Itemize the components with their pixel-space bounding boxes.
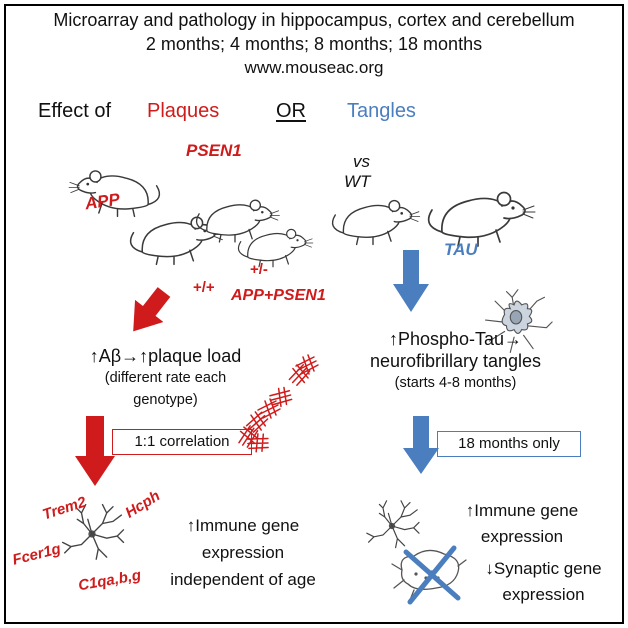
title-line: Microarray and pathology in hippocampus,… bbox=[53, 10, 575, 30]
tau-label: TAU bbox=[444, 240, 478, 259]
phospho-tau-line: ↑Phospho-Tau→ bbox=[388, 329, 523, 349]
vs-label: vs bbox=[353, 152, 370, 171]
red-diagonal-arrow-icon bbox=[133, 287, 171, 332]
blue-cross-icon bbox=[403, 545, 461, 605]
left-outcome-text: ↑Immune gene expression independent of a… bbox=[148, 512, 338, 593]
expression-line-left: expression bbox=[201, 543, 285, 562]
blue-down-arrow-icon-2 bbox=[403, 416, 439, 474]
correlation-box: 1:1 correlation bbox=[112, 429, 252, 455]
synaptic-gene-line: ↓Synaptic gene bbox=[485, 559, 602, 578]
blue-down-arrow-icon-1 bbox=[393, 250, 429, 312]
tangles-label: Tangles bbox=[347, 100, 416, 122]
or-label: OR bbox=[276, 100, 306, 122]
microglia-icon-right bbox=[366, 500, 420, 549]
psen1-label: PSEN1 bbox=[186, 141, 242, 160]
red-down-arrow-icon bbox=[75, 416, 115, 486]
rate-line-1: (different rate each bbox=[104, 370, 227, 386]
months-only-box: 18 months only bbox=[437, 431, 581, 457]
url-text: www.mouseac.org bbox=[244, 58, 384, 77]
timepoints-line: 2 months; 4 months; 8 months; 18 months bbox=[145, 34, 483, 54]
plaques-label: Plaques bbox=[147, 100, 220, 122]
wt-label: WT bbox=[344, 172, 371, 191]
right-immune-text: ↑Immune gene expression bbox=[442, 498, 602, 550]
nft-line: neurofibrillary tangles bbox=[369, 351, 542, 371]
rate-line-2: genotype) bbox=[133, 392, 198, 408]
right-pathway-text: ↑Phospho-Tau→ neurofibrillary tangles (s… bbox=[338, 328, 573, 394]
genotype-plus-minus-label: +/- bbox=[250, 261, 268, 278]
immune-gene-line-left: ↑Immune gene bbox=[186, 516, 300, 535]
genotype-plus-plus-label: +/+ bbox=[193, 279, 215, 296]
abeta-plaque-line: ↑Aβ→↑plaque load bbox=[89, 346, 242, 366]
left-pathway-text: ↑Aβ→↑plaque load (different rate each ge… bbox=[58, 345, 273, 411]
effect-of-label: Effect of bbox=[38, 100, 112, 122]
expression-line-right-2: expression bbox=[502, 585, 585, 604]
immune-gene-line-right: ↑Immune gene bbox=[465, 501, 579, 520]
mouse-sketch-tau bbox=[427, 191, 536, 247]
right-synaptic-text: ↓Synaptic gene expression bbox=[466, 556, 621, 608]
app-psen1-label: APP+PSEN1 bbox=[231, 287, 326, 304]
mouse-sketch-wt bbox=[331, 199, 421, 246]
independent-age-line: independent of age bbox=[170, 570, 316, 589]
starts-line: (starts 4-8 months) bbox=[394, 375, 517, 391]
expression-line-right-1: expression bbox=[480, 527, 564, 546]
figure-header: Microarray and pathology in hippocampus,… bbox=[0, 8, 628, 80]
